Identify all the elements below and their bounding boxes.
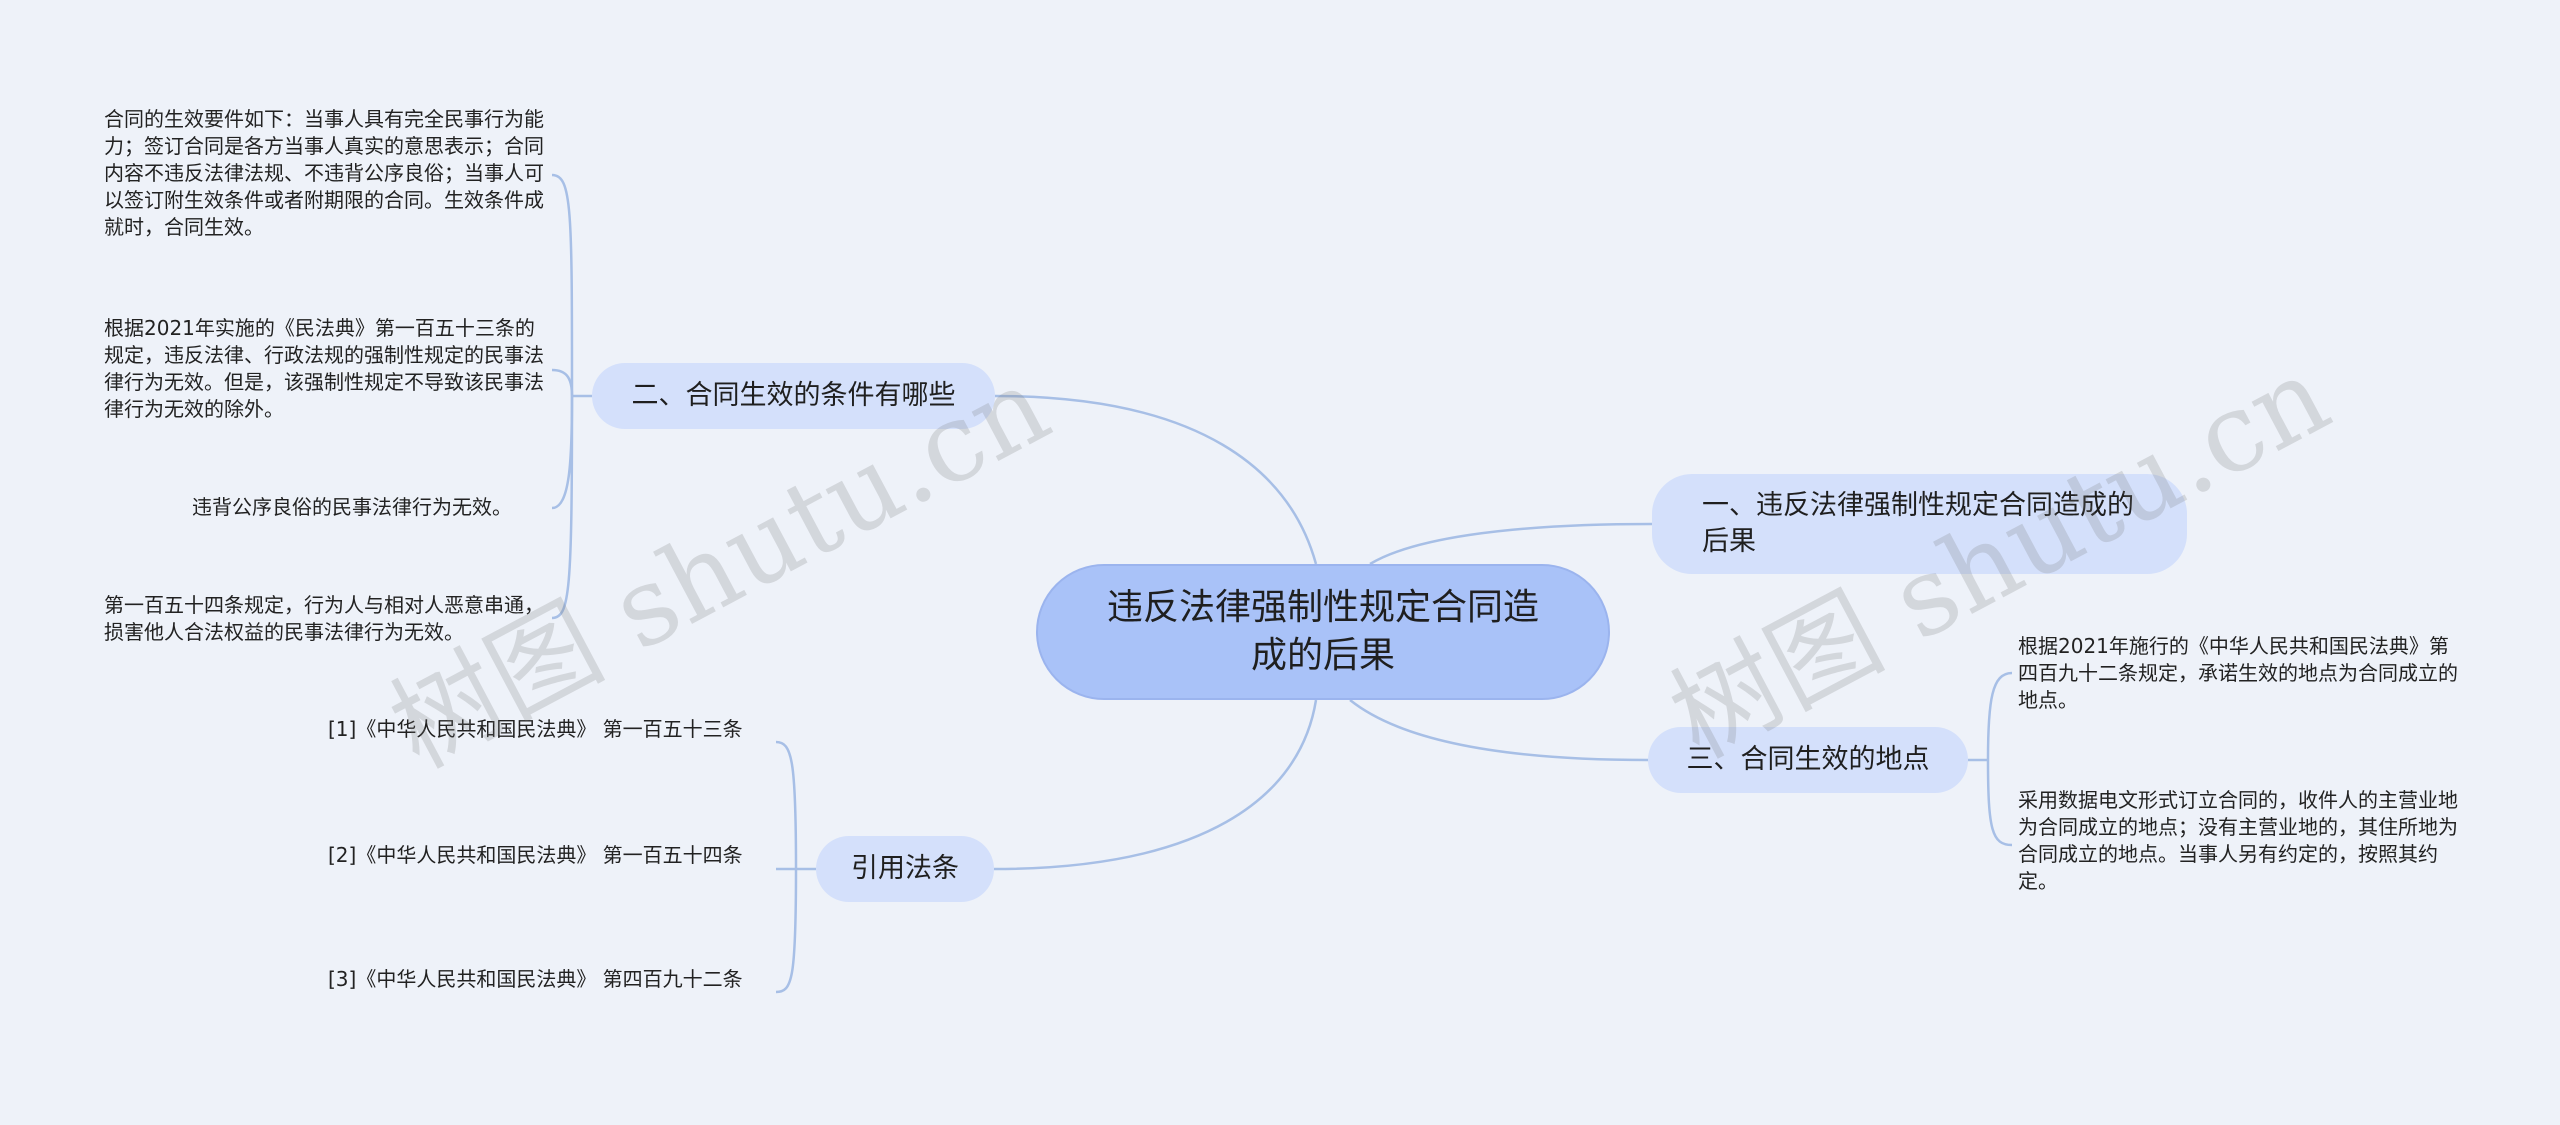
leaf-law-492[interactable]: [3]《中华人民共和国民法典》 第四百九十二条 (328, 967, 743, 991)
link-center-branch3 (1349, 699, 1649, 762)
link-center-branch2 (994, 394, 1318, 565)
link-branch2-leaf1 (551, 173, 574, 397)
leaf-place-data-message[interactable]: 采用数据电文形式订立合同的，收件人的主营业地为合同成立的地点；没有主营业地的，其… (2018, 788, 2458, 893)
leaf-condition-public-order[interactable]: 违背公序良俗的民事法律行为无效。 (192, 495, 512, 519)
link-branch4-leaf1 (775, 740, 798, 870)
branch-law-citations-label: 引用法条 (851, 853, 959, 884)
leaf-law-153[interactable]: [1]《中华人民共和国民法典》 第一百五十三条 (328, 717, 743, 741)
link-center-branch4 (993, 699, 1318, 871)
link-branch3-leaf1 (1986, 671, 2013, 761)
leaf-condition-article-153[interactable]: 根据2021年实施的《民法典》第一百五十三条的规定，违反法律、行政法规的强制性规… (104, 316, 544, 421)
link-branch2-leaf4 (551, 395, 574, 620)
branch-conditions-label: 二、合同生效的条件有哪些 (631, 380, 956, 411)
branch-place[interactable]: 三、合同生效的地点 (1648, 727, 1968, 793)
branch-consequences-label: 一、违反法律强制性规定合同造成的后果 (1702, 490, 2134, 557)
branch-conditions[interactable]: 二、合同生效的条件有哪些 (592, 363, 995, 429)
branch-consequences[interactable]: 一、违反法律强制性规定合同造成的后果 (1652, 474, 2187, 574)
leaf-condition-requirements[interactable]: 合同的生效要件如下：当事人具有完全民事行为能力；签订合同是各方当事人真实的意思表… (104, 107, 544, 239)
leaf-place-article-492[interactable]: 根据2021年施行的《中华人民共和国民法典》第四百九十二条规定，承诺生效的地点为… (2018, 634, 2458, 712)
central-topic-label: 违反法律强制性规定合同造成的后果 (1106, 587, 1539, 676)
branch-law-citations[interactable]: 引用法条 (816, 836, 994, 902)
link-branch2-leaf2 (551, 368, 574, 397)
link-branch4-leaf3 (775, 868, 798, 994)
leaf-condition-article-154[interactable]: 第一百五十四条规定，行为人与相对人恶意串通，损害他人合法权益的民事法律行为无效。 (104, 593, 544, 644)
link-branch2-leaf3 (551, 395, 574, 510)
link-branch3-leaf2 (1986, 759, 2013, 847)
branch-place-label: 三、合同生效的地点 (1686, 744, 1930, 775)
central-topic[interactable]: 违反法律强制性规定合同造成的后果 (1036, 564, 1610, 700)
link-center-branch1 (1369, 522, 1653, 566)
leaf-law-154[interactable]: [2]《中华人民共和国民法典》 第一百五十四条 (328, 843, 743, 867)
